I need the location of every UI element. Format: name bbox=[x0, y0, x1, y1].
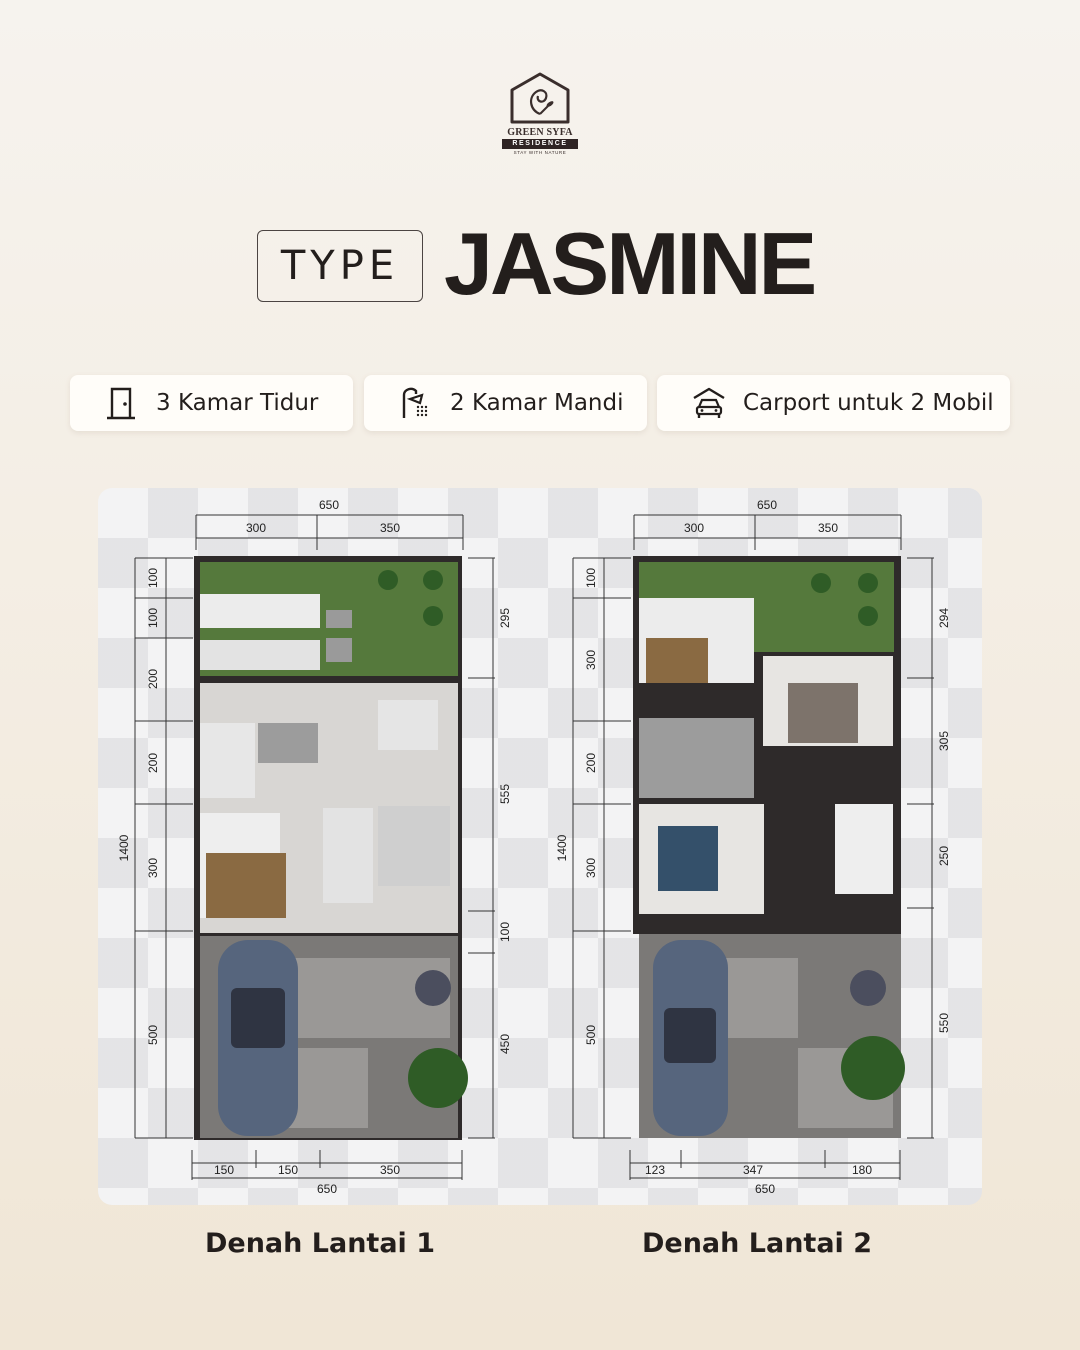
dim-bottom-total: 650 bbox=[755, 1182, 775, 1196]
dim-left-total: 1400 bbox=[555, 834, 569, 861]
dim-left: 300 bbox=[584, 650, 598, 670]
car-garage-icon bbox=[691, 385, 727, 421]
dim-left: 300 bbox=[584, 858, 598, 878]
brand-residence: RESIDENCE bbox=[502, 139, 578, 149]
dim-bottom: 347 bbox=[743, 1163, 763, 1177]
dim-bottom: 180 bbox=[852, 1163, 872, 1177]
feature-label: Carport untuk 2 Mobil bbox=[743, 390, 994, 416]
dim-right: 450 bbox=[498, 1034, 512, 1054]
dim-left: 100 bbox=[584, 568, 598, 588]
feature-bedrooms: 3 Kamar Tidur bbox=[70, 375, 353, 431]
dim-bottom: 123 bbox=[645, 1163, 665, 1177]
dim-left: 100 bbox=[146, 568, 160, 588]
floor-plans-card: 650 300 350 100 100 200 200 300 500 1400… bbox=[98, 488, 982, 1205]
dim-top-a: 300 bbox=[246, 521, 266, 535]
dim-bottom: 150 bbox=[278, 1163, 298, 1177]
dim-right: 250 bbox=[937, 846, 951, 866]
brand-tagline: STAY WITH NATURE bbox=[513, 150, 567, 155]
dim-bottom-total: 650 bbox=[317, 1182, 337, 1196]
dim-bottom: 150 bbox=[214, 1163, 234, 1177]
dim-right: 295 bbox=[498, 608, 512, 628]
dim-top-total: 650 bbox=[757, 498, 777, 512]
brand-logo: GREEN SYFA RESIDENCE STAY WITH NATURE bbox=[500, 70, 580, 162]
type-label-box: TYPE bbox=[257, 230, 423, 302]
dim-bottom: 350 bbox=[380, 1163, 400, 1177]
dim-right: 305 bbox=[937, 731, 951, 751]
floor-plan-caption: Denah Lantai 1 bbox=[204, 1228, 435, 1259]
dim-right: 550 bbox=[937, 1013, 951, 1033]
feature-label: 2 Kamar Mandi bbox=[450, 390, 624, 416]
dim-top-b: 350 bbox=[380, 521, 400, 535]
brand-name: GREEN SYFA bbox=[507, 127, 573, 138]
type-label: TYPE bbox=[280, 243, 400, 289]
type-name-title: JASMINE bbox=[444, 214, 817, 313]
dim-left: 200 bbox=[146, 669, 160, 689]
shower-icon bbox=[398, 385, 434, 421]
floor-plan-2: 650 300 350 100 300 200 300 500 1400 294… bbox=[555, 498, 951, 1196]
door-icon bbox=[104, 385, 140, 421]
dim-left-total: 1400 bbox=[117, 834, 131, 861]
feature-bathrooms: 2 Kamar Mandi bbox=[364, 375, 647, 431]
dim-top-b: 350 bbox=[818, 521, 838, 535]
dim-left: 100 bbox=[146, 608, 160, 628]
house-leaf-logo-icon bbox=[510, 72, 570, 124]
feature-label: 3 Kamar Tidur bbox=[156, 390, 319, 416]
dim-right: 100 bbox=[498, 922, 512, 942]
floor-plans-drawing: 650 300 350 100 100 200 200 300 500 1400… bbox=[117, 498, 951, 1196]
dim-left: 300 bbox=[146, 858, 160, 878]
dim-top-total: 650 bbox=[319, 498, 339, 512]
floor-plan-caption: Denah Lantai 2 bbox=[641, 1228, 872, 1259]
dim-right: 555 bbox=[498, 784, 512, 804]
dim-left: 500 bbox=[146, 1025, 160, 1045]
dim-left: 500 bbox=[584, 1025, 598, 1045]
floor-plan-1: 650 300 350 100 100 200 200 300 500 1400… bbox=[117, 498, 512, 1196]
dim-right: 294 bbox=[937, 608, 951, 628]
dim-left: 200 bbox=[584, 753, 598, 773]
dim-left: 200 bbox=[146, 753, 160, 773]
dim-top-a: 300 bbox=[684, 521, 704, 535]
feature-carport: Carport untuk 2 Mobil bbox=[657, 375, 1010, 431]
